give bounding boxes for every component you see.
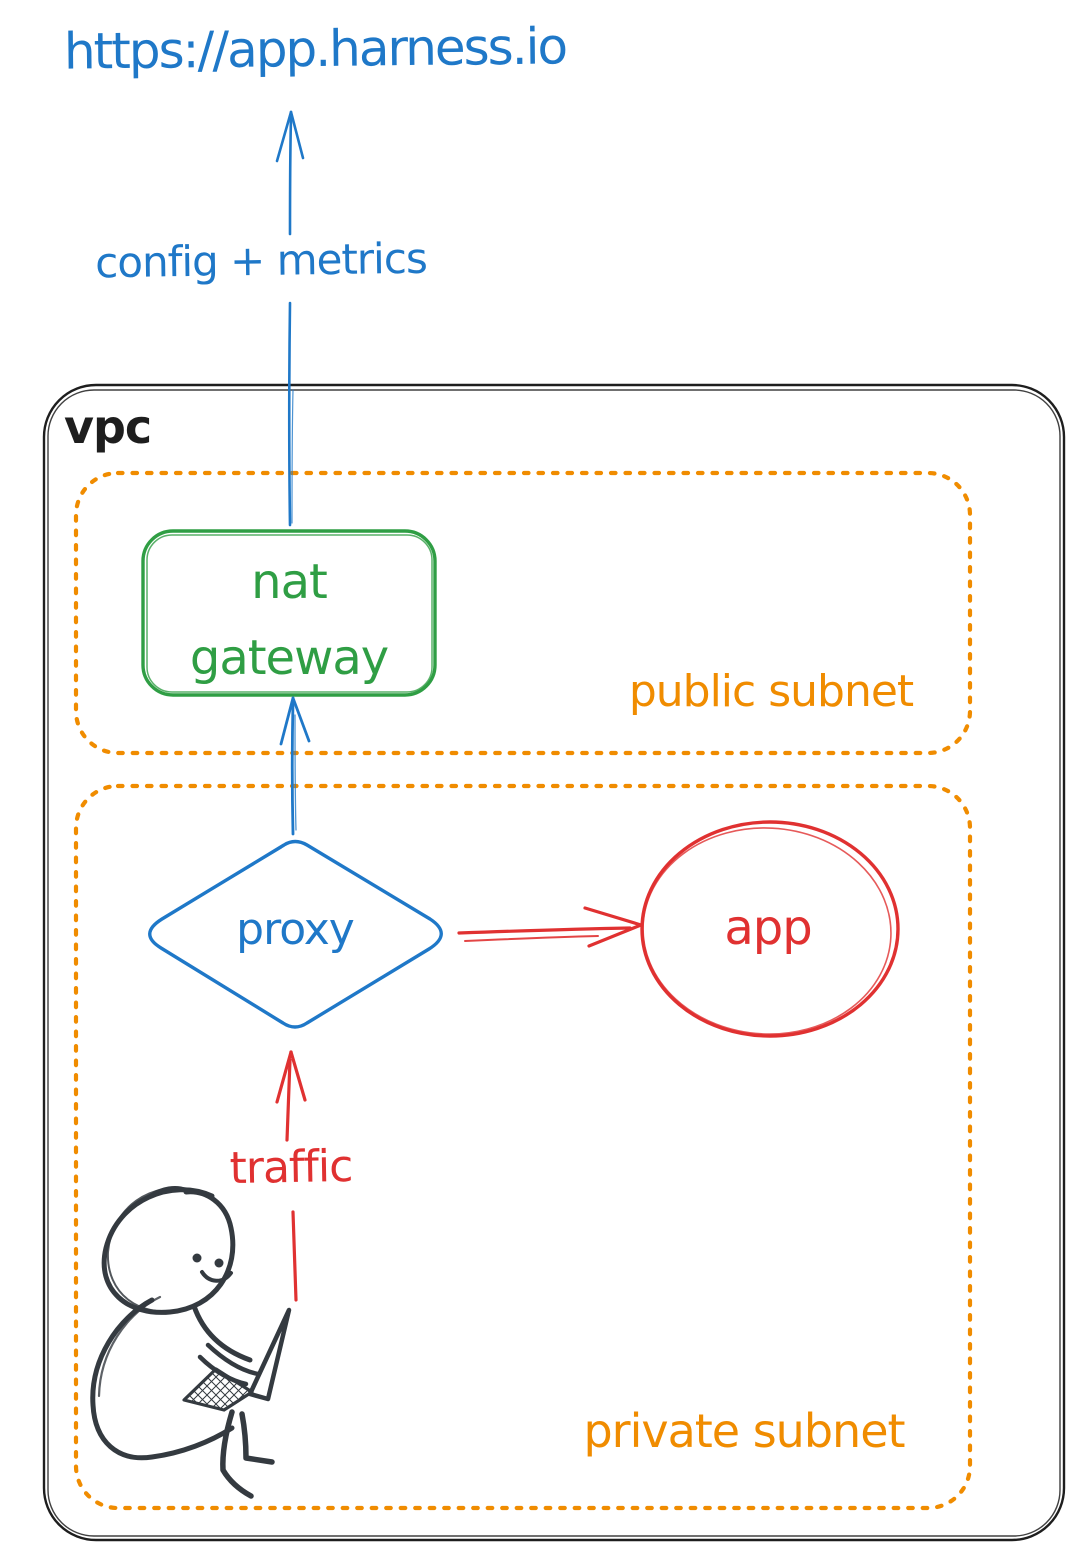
- arrow-proxy-to-nat: [279, 696, 311, 836]
- nat-gateway-label-line1: nat: [251, 554, 328, 610]
- vpc-box: [42, 383, 1066, 1542]
- arrow-proxy-to-app: [457, 906, 643, 948]
- private-subnet-box: [73, 783, 973, 1511]
- app-circle: [640, 820, 900, 1038]
- proxy-diamond: [148, 839, 443, 1029]
- proxy-label: proxy: [236, 904, 355, 955]
- nat-gateway-label-line2: gateway: [189, 630, 389, 686]
- laptop: [182, 1307, 292, 1412]
- nat-gateway-label: nat gateway: [143, 544, 435, 696]
- private-subnet-label: private subnet: [583, 1404, 905, 1458]
- vpc-label: vpc: [64, 400, 152, 454]
- public-subnet-label: public subnet: [628, 666, 914, 717]
- config-metrics-label: config + metrics: [94, 233, 428, 288]
- public-subnet-box: [73, 470, 973, 756]
- arrow-config-metrics: [275, 110, 305, 527]
- url-label: https://app.harness.io: [63, 17, 567, 81]
- nat-gateway-box: [141, 529, 437, 697]
- arrow-traffic: [275, 1050, 307, 1302]
- traffic-label: traffic: [229, 1140, 353, 1195]
- app-label: app: [724, 900, 812, 956]
- person-figure: [90, 1186, 275, 1499]
